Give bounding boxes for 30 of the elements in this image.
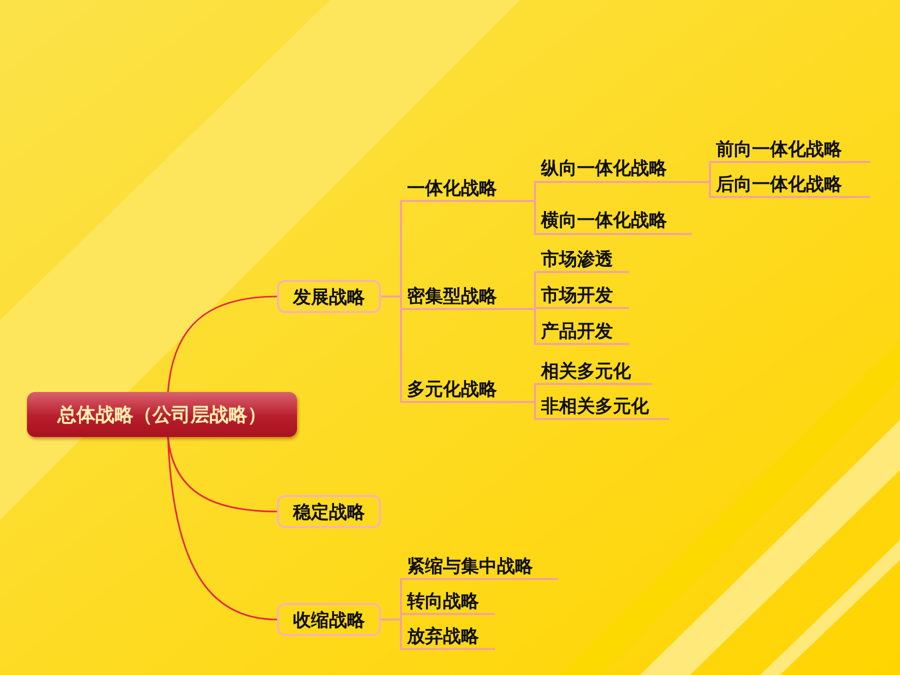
topic-label: 纵向一体化战略 — [537, 155, 692, 183]
topic-label: 多元化战略 — [403, 376, 531, 403]
connector-line — [531, 401, 537, 420]
connector-line — [167, 436, 278, 620]
topic-label: 后向一体化战略 — [712, 171, 870, 198]
connector-line — [531, 308, 537, 345]
topic-label: 密集型战略 — [403, 283, 531, 310]
connector-line — [531, 271, 537, 310]
topic-label: 一体化战略 — [403, 175, 531, 202]
connector-line — [531, 200, 537, 235]
connector-line — [531, 181, 537, 202]
topic-label: 相关多元化 — [537, 358, 652, 385]
topic-label: 产品开发 — [537, 318, 629, 345]
topic-label: 非相关多元化 — [537, 393, 669, 420]
topic-label: 横向一体化战略 — [537, 207, 692, 235]
root-box: 总体战略（公司层战略） — [27, 392, 297, 437]
topic-label: 转向战略 — [403, 588, 495, 615]
connector-line — [381, 618, 403, 650]
topic-label: 放弃战略 — [403, 623, 495, 650]
topic-label: 紧缩与集中战略 — [403, 553, 558, 580]
connector-line — [167, 296, 278, 392]
connector-line — [531, 307, 537, 310]
topic-label: 市场渗透 — [537, 246, 629, 273]
topic-label: 市场开发 — [537, 282, 629, 309]
connector-line — [692, 181, 712, 198]
connector-line — [531, 383, 537, 403]
branch-box: 收缩战略 — [277, 603, 381, 636]
topic-label: 前向一体化战略 — [712, 136, 870, 163]
branch-box: 稳定战略 — [277, 495, 381, 528]
branch-box: 发展战略 — [277, 280, 381, 313]
